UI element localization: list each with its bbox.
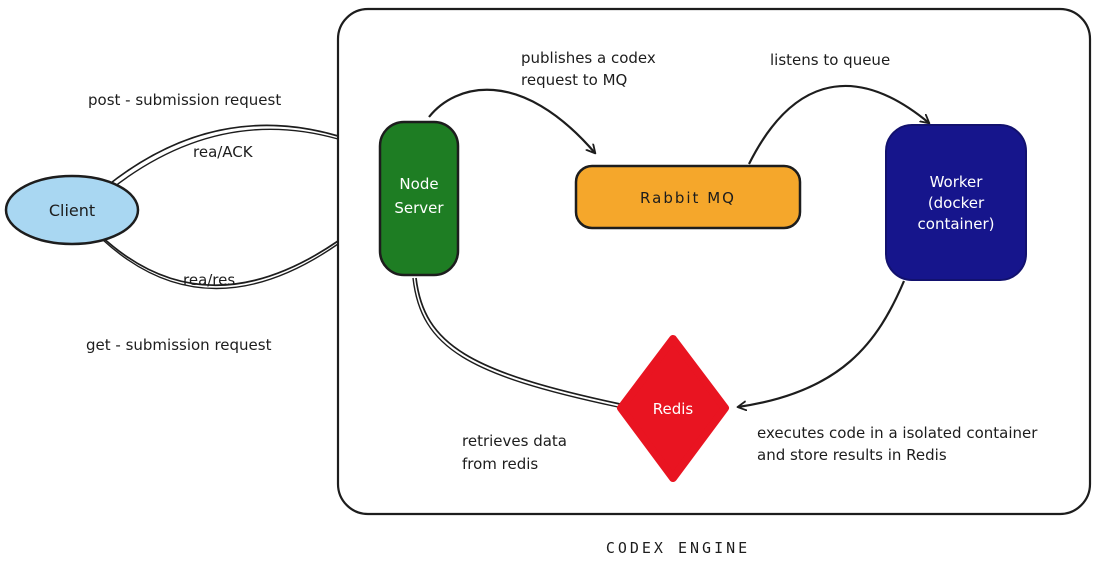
worker-node [885,124,1027,281]
worker-label-line2: (docker [928,194,985,212]
edge-listens-to-queue [748,85,929,165]
label-rea-ack: rea/ACK [193,143,254,161]
rabbit-mq-node [574,164,802,230]
client-node [4,174,140,246]
label-retrieves-line1: retrieves data [462,432,567,450]
label-publishes-line1: publishes a codex [521,49,656,67]
rabbit-mq-label: Rabbit MQ [640,189,736,207]
edge-redis-to-node-server [412,277,621,408]
label-post-submission-request: post - submission request [88,91,281,109]
label-publishes-line2: request to MQ [521,71,627,89]
edge-client-get [100,235,339,290]
worker-label-line1: Worker [930,173,984,191]
node-server-node [378,120,460,277]
label-executes-line2: and store results in Redis [757,446,947,464]
edge-worker-to-redis [738,280,906,407]
engine-boundary-box [336,7,1092,516]
label-listens-to-queue: listens to queue [770,51,890,69]
node-server-label-line2: Server [394,199,444,217]
node-server-label-line1: Node [399,175,438,193]
diagram-caption: CODEX ENGINE [606,539,750,557]
client-node-label: Client [49,201,95,220]
label-rea-res: rea/res [183,271,235,289]
edge-client-post [106,124,339,191]
worker-label-line3: container) [918,215,995,233]
label-executes-line1: executes code in a isolated container [757,424,1038,442]
redis-label: Redis [653,400,694,418]
edge-publishes-to-mq [428,88,595,153]
label-get-submission-request: get - submission request [86,336,272,354]
redis-node [617,335,729,482]
label-retrieves-line2: from redis [462,455,538,473]
